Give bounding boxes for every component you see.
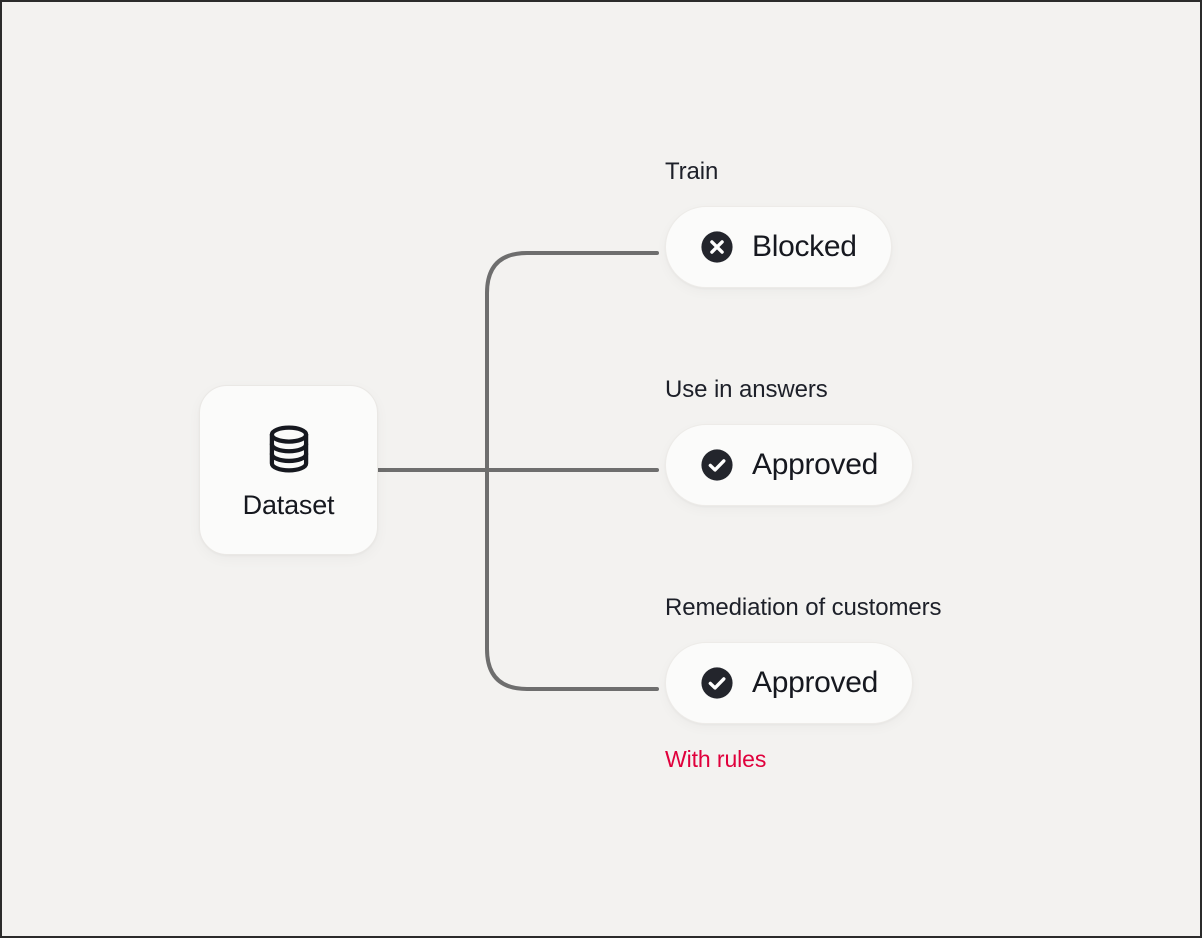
connector-branch-top: [485, 251, 659, 472]
status-pill-train[interactable]: Blocked: [665, 206, 892, 288]
status-pill-remediation[interactable]: Approved: [665, 642, 914, 724]
branch-train: Train Blocked: [665, 160, 892, 288]
status-pill-train-label: Blocked: [752, 230, 857, 263]
branch-title-use-in-answers: Use in answers: [665, 376, 828, 403]
check-circle-icon: [701, 667, 733, 699]
x-circle-icon: [701, 231, 733, 263]
status-pill-remediation-label: Approved: [752, 666, 879, 699]
branch-title-remediation: Remediation of customers: [665, 594, 942, 621]
dataset-node[interactable]: Dataset: [199, 385, 378, 555]
status-pill-use-in-answers-label: Approved: [752, 448, 879, 481]
branch-remediation: Remediation of customers Approved With r…: [665, 596, 941, 771]
connector-branch-bottom: [485, 468, 659, 691]
branch-title-train: Train: [665, 158, 719, 185]
dataset-node-label: Dataset: [242, 489, 335, 520]
status-pill-use-in-answers[interactable]: Approved: [665, 424, 914, 506]
branch-note-remediation: With rules: [665, 746, 767, 772]
check-circle-icon: [701, 449, 733, 481]
database-icon: [269, 424, 308, 473]
branch-use-in-answers: Use in answers Approved: [665, 376, 914, 506]
